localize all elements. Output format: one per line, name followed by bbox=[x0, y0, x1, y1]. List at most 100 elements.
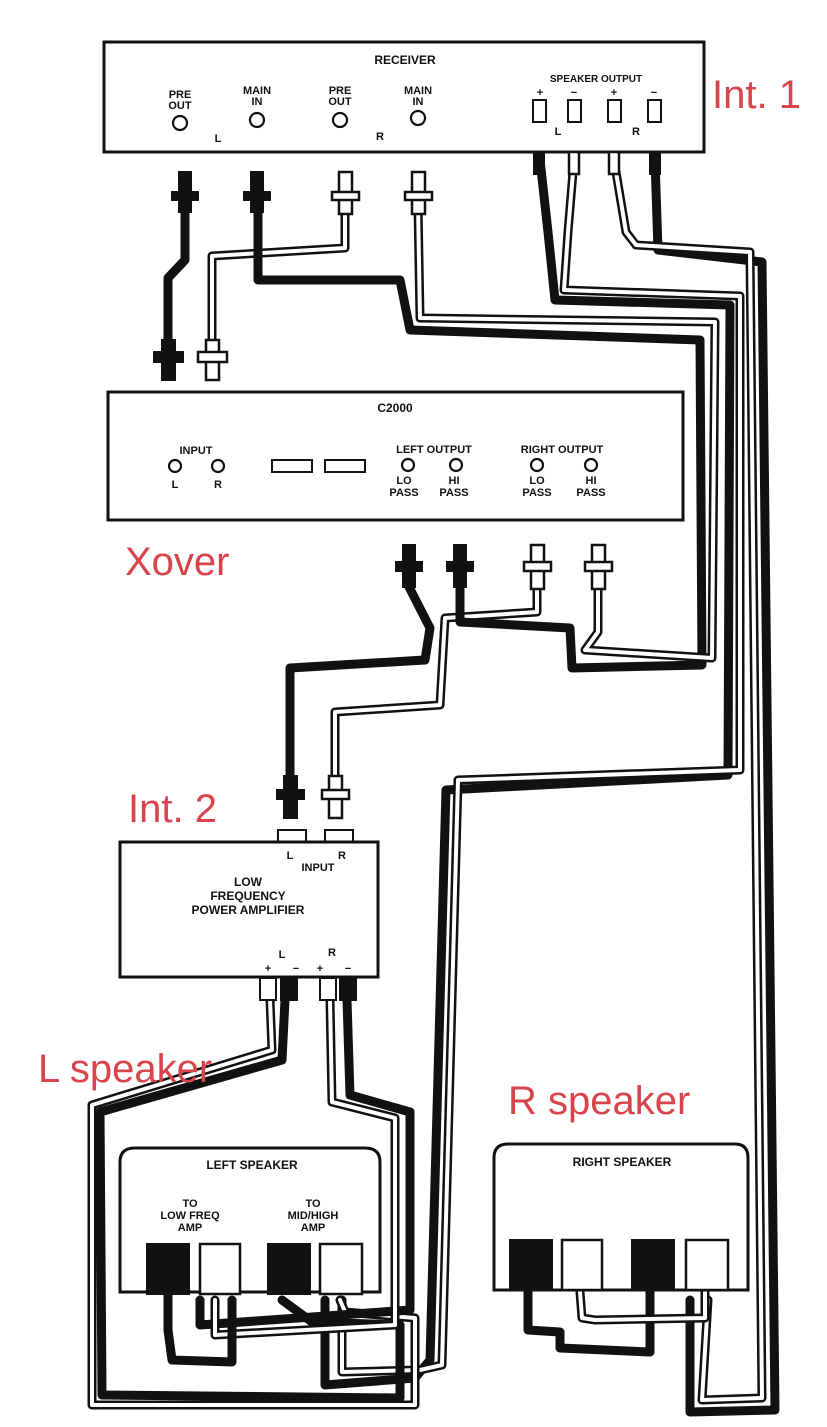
svg-text:OUT: OUT bbox=[328, 96, 352, 108]
right-speaker-panel: RIGHT SPEAKER bbox=[492, 1142, 750, 1292]
crossover-panel: C2000 INPUT L R LEFT OUTPUT LO PASS HI P… bbox=[106, 390, 685, 522]
receiver-left-main-in-jack bbox=[248, 111, 266, 129]
svg-text:RIGHT OUTPUT: RIGHT OUTPUT bbox=[521, 444, 604, 456]
right-speaker-title: RIGHT SPEAKER bbox=[573, 1155, 672, 1169]
amp-out-left-plus bbox=[259, 977, 277, 1001]
svg-text:−: − bbox=[571, 87, 577, 99]
amp-out-right-minus bbox=[339, 977, 357, 1001]
right-speaker-low-negative bbox=[509, 1239, 553, 1291]
right-speaker-mid-negative bbox=[631, 1239, 675, 1291]
svg-text:PRE: PRE bbox=[329, 85, 352, 97]
amplifier-title-3: POWER AMPLIFIER bbox=[192, 903, 305, 917]
svg-text:MAIN: MAIN bbox=[243, 85, 271, 97]
svg-text:L: L bbox=[172, 479, 179, 491]
svg-text:AMP: AMP bbox=[301, 1222, 325, 1234]
speaker-output-label: SPEAKER OUTPUT bbox=[550, 74, 642, 85]
svg-text:PASS: PASS bbox=[439, 487, 468, 499]
right-speaker-low-positive bbox=[560, 1238, 604, 1292]
svg-text:−: − bbox=[293, 963, 299, 975]
cable-rcv-right-spk-black bbox=[650, 155, 780, 1417]
cable-amp-right-out-black bbox=[195, 995, 415, 1330]
cable-right-speaker-jumper-black bbox=[523, 1287, 655, 1357]
annotation-r-speaker: R speaker bbox=[508, 1079, 690, 1123]
svg-text:TO: TO bbox=[305, 1198, 321, 1210]
svg-text:PASS: PASS bbox=[576, 487, 605, 499]
receiver-left-pre-out-jack bbox=[171, 114, 189, 132]
left-speaker-panel: LEFT SPEAKER TO LOW FREQ AMP TO MID/HIGH… bbox=[118, 1146, 382, 1296]
svg-text:−: − bbox=[345, 963, 351, 975]
svg-text:PRE: PRE bbox=[169, 89, 192, 101]
svg-text:HI: HI bbox=[586, 475, 597, 487]
speaker-terminal-right-plus bbox=[607, 99, 622, 123]
cable-amp-left-out-black bbox=[95, 995, 405, 1403]
crossover-right-lo-pass-jack bbox=[529, 457, 545, 473]
svg-text:LO: LO bbox=[396, 475, 412, 487]
svg-text:L: L bbox=[279, 949, 286, 961]
svg-text:+: + bbox=[317, 963, 323, 975]
svg-text:LOW FREQ: LOW FREQ bbox=[160, 1210, 220, 1222]
annotation-l-speaker: L speaker bbox=[38, 1047, 212, 1091]
svg-text:IN: IN bbox=[252, 96, 263, 108]
svg-text:LEFT OUTPUT: LEFT OUTPUT bbox=[396, 444, 472, 456]
receiver-channel-right: R bbox=[376, 131, 384, 143]
left-speaker-low-positive bbox=[198, 1242, 242, 1296]
receiver-right-pre-out-jack bbox=[331, 111, 349, 129]
crossover-slot-2 bbox=[324, 459, 366, 473]
cable-rcv-left-spk-black bbox=[320, 155, 735, 1390]
left-speaker-title: LEFT SPEAKER bbox=[206, 1158, 298, 1172]
amp-input-plugs bbox=[276, 774, 351, 820]
receiver-right-main-in-jack bbox=[409, 109, 427, 127]
crossover-slot-1 bbox=[271, 459, 313, 473]
crossover-input-l-jack bbox=[167, 458, 183, 474]
crossover-title: C2000 bbox=[377, 401, 413, 415]
amp-out-right-plus bbox=[319, 977, 337, 1001]
amplifier-title-2: FREQUENCY bbox=[210, 889, 285, 903]
speaker-terminal-right-minus bbox=[647, 99, 662, 123]
cable-left-pre-out bbox=[163, 195, 190, 357]
svg-text:L: L bbox=[555, 126, 562, 138]
left-speaker-low-negative bbox=[146, 1243, 190, 1295]
svg-text:TO: TO bbox=[182, 1198, 198, 1210]
cable-left-hi-pass bbox=[253, 200, 707, 673]
svg-text:R: R bbox=[214, 479, 222, 491]
right-speaker-mid-positive bbox=[684, 1238, 730, 1292]
svg-text:LO: LO bbox=[529, 475, 545, 487]
receiver-title: RECEIVER bbox=[374, 53, 436, 67]
svg-text:+: + bbox=[537, 87, 543, 99]
svg-text:HI: HI bbox=[449, 475, 460, 487]
amplifier-title-1: LOW bbox=[234, 875, 263, 889]
svg-text:IN: IN bbox=[413, 96, 424, 108]
svg-text:PASS: PASS bbox=[522, 487, 551, 499]
svg-text:AMP: AMP bbox=[178, 1222, 202, 1234]
cables bbox=[87, 155, 780, 1417]
svg-text:PASS: PASS bbox=[389, 487, 418, 499]
svg-text:OUT: OUT bbox=[168, 100, 192, 112]
amp-out-left-minus bbox=[280, 977, 298, 1001]
svg-text:INPUT: INPUT bbox=[180, 445, 213, 457]
crossover-left-lo-pass-jack bbox=[400, 457, 416, 473]
speaker-terminal-left-minus bbox=[567, 99, 582, 123]
svg-text:R: R bbox=[632, 126, 640, 138]
receiver-panel: RECEIVER PRE OUT MAIN IN PRE OUT MAIN IN… bbox=[102, 40, 706, 154]
svg-text:+: + bbox=[611, 87, 617, 99]
annotation-int2: Int. 2 bbox=[128, 787, 217, 831]
annotations: Int. 1 Xover Int. 2 L speaker R speaker bbox=[38, 73, 801, 1123]
annotation-xover: Xover bbox=[125, 540, 230, 584]
receiver-plugs bbox=[153, 150, 661, 382]
amplifier-panel: L R INPUT LOW FREQUENCY POWER AMPLIFIER … bbox=[118, 829, 380, 1001]
svg-text:−: − bbox=[651, 87, 657, 99]
svg-text:INPUT: INPUT bbox=[302, 862, 335, 874]
crossover-output-plugs bbox=[395, 543, 614, 591]
speaker-terminal-left-plus bbox=[532, 99, 547, 123]
crossover-right-hi-pass-jack bbox=[583, 457, 599, 473]
svg-text:R: R bbox=[338, 850, 346, 862]
svg-text:+: + bbox=[265, 963, 271, 975]
left-speaker-mid-positive bbox=[318, 1242, 364, 1296]
svg-text:R: R bbox=[328, 947, 336, 959]
left-speaker-mid-negative bbox=[267, 1243, 311, 1295]
cable-left-low-jumper-black bbox=[163, 1287, 237, 1367]
crossover-input-r-jack bbox=[210, 458, 226, 474]
annotation-int1: Int. 1 bbox=[712, 73, 801, 117]
svg-text:L: L bbox=[287, 850, 294, 862]
